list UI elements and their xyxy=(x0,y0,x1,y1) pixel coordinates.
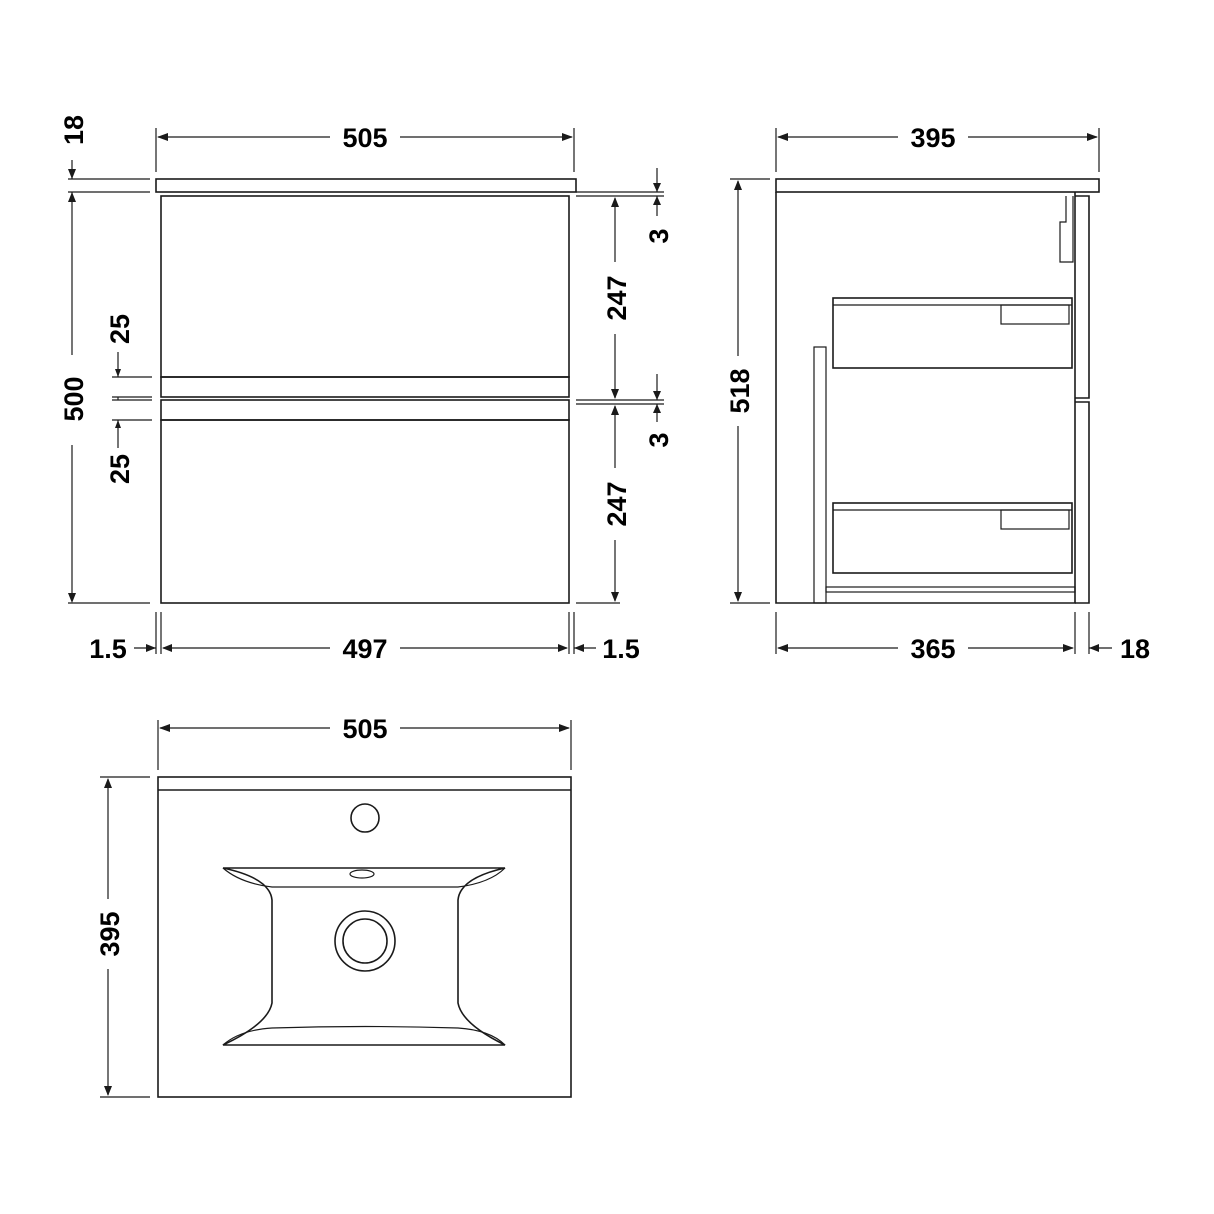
label-front-total-height: 500 xyxy=(59,376,89,421)
side-back-upright xyxy=(813,346,827,604)
waste-outer xyxy=(334,910,396,972)
label-worktop-thickness: 18 xyxy=(59,115,89,145)
top-view: 505 395 xyxy=(95,714,572,1098)
front-worktop xyxy=(155,178,577,193)
dim-front-overall-width xyxy=(155,128,575,172)
label-side-overall-depth: 395 xyxy=(910,123,955,153)
side-drawer-box-lower xyxy=(832,502,1073,574)
overflow-slot xyxy=(349,869,375,879)
dim-handle-recess xyxy=(112,352,152,448)
label-handle-recess-lower: 25 xyxy=(105,454,135,484)
side-drawer-runner xyxy=(825,586,1076,593)
dim-side-overall-depth xyxy=(775,128,1100,172)
side-drawer-upper-handle xyxy=(1000,304,1070,325)
label-basin-width: 505 xyxy=(342,714,387,744)
front-handle-recess-top xyxy=(160,376,570,398)
label-front-overall-width: 505 xyxy=(342,123,387,153)
label-side-carcass-depth: 365 xyxy=(910,634,955,664)
side-worktop xyxy=(775,178,1100,193)
side-drawer-box-upper xyxy=(832,297,1073,369)
front-handle-recess-bottom xyxy=(160,399,570,421)
label-drawer-height-bottom: 247 xyxy=(602,481,632,526)
label-mid-gap: 3 xyxy=(644,432,674,447)
side-drawer-lower-handle xyxy=(1000,509,1070,530)
waste-inner xyxy=(342,918,388,964)
front-drawer-bottom xyxy=(160,419,570,604)
dim-basin-width xyxy=(157,720,572,770)
basin-bowl-inner-top xyxy=(222,867,506,888)
side-drawer-front-lower xyxy=(1075,401,1090,604)
label-side-total-height: 518 xyxy=(725,368,755,413)
label-side-front-thickness: 18 xyxy=(1120,634,1150,664)
side-view: 395 518 365 18 xyxy=(725,123,1150,664)
side-carcass xyxy=(775,192,1076,604)
dim-drawer-heights xyxy=(576,168,664,604)
side-wall-bracket xyxy=(1059,196,1074,263)
label-basin-depth: 395 xyxy=(95,911,125,956)
label-side-gap-right: 1.5 xyxy=(602,634,640,664)
label-top-gap: 3 xyxy=(644,228,674,243)
basin-bowl xyxy=(222,867,506,1046)
dim-side-carcass-depth xyxy=(775,612,1112,654)
dim-front-total-height xyxy=(68,593,150,604)
dim-front-inner-width xyxy=(134,612,596,654)
tap-hole xyxy=(350,803,380,833)
front-drawer-top xyxy=(160,195,570,378)
basin-bowl-inner-bottom xyxy=(222,1025,506,1046)
label-side-gap-left: 1.5 xyxy=(89,634,127,664)
front-view: 505 18 500 25 xyxy=(58,115,674,664)
dim-side-total-height xyxy=(730,178,770,604)
dim-basin-depth xyxy=(100,776,150,1098)
label-inner-width: 497 xyxy=(342,634,387,664)
basin-outline xyxy=(157,776,572,1098)
label-drawer-height-top: 247 xyxy=(602,275,632,320)
side-drawer-front xyxy=(1075,195,1090,399)
label-handle-recess-upper: 25 xyxy=(105,314,135,344)
